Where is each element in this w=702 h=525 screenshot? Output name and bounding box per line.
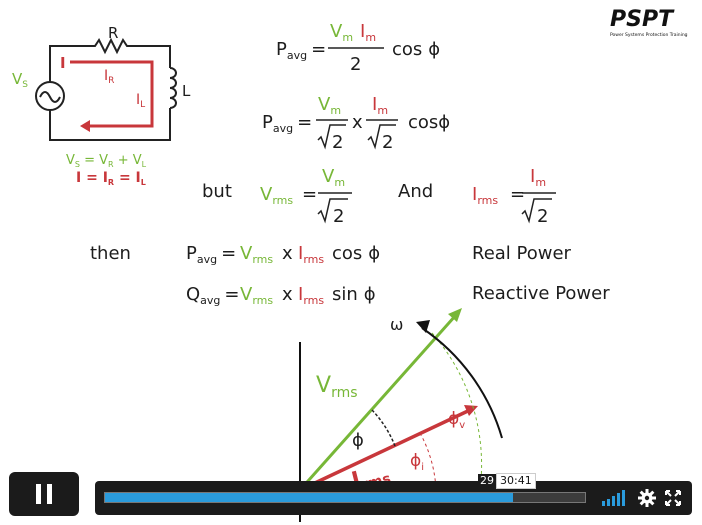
vrms-phasor bbox=[298, 314, 458, 491]
fullscreen-icon[interactable] bbox=[665, 489, 681, 507]
svg-text:but: but bbox=[202, 181, 232, 202]
phi-label: ϕ bbox=[352, 430, 364, 451]
kvl-equation: VS = VR + VL bbox=[66, 153, 147, 169]
vrms-label: Vrms bbox=[316, 373, 358, 401]
svg-text:2: 2 bbox=[350, 54, 361, 75]
equation-pavg-2: Pavg= Vm 2 x Im 2 cosϕ bbox=[262, 94, 450, 153]
svg-text:x: x bbox=[282, 243, 293, 264]
svg-text:cosϕ: cosϕ bbox=[392, 39, 440, 60]
svg-text:Vrms: Vrms bbox=[240, 243, 273, 266]
current-label-ir: IR bbox=[104, 68, 114, 86]
svg-text:Pavg=: Pavg= bbox=[276, 39, 326, 62]
equation-rms: but Vrms = Vm 2 And Irms = Im 2 bbox=[202, 166, 556, 227]
settings-gear-icon[interactable] bbox=[638, 489, 656, 507]
resistor-label: R bbox=[108, 24, 118, 42]
svg-text:2: 2 bbox=[332, 132, 343, 153]
irms-arrow-head bbox=[464, 405, 478, 416]
svg-text:Irms: Irms bbox=[472, 184, 498, 207]
svg-text:Vm: Vm bbox=[330, 21, 353, 44]
svg-text:Im: Im bbox=[372, 94, 388, 117]
hover-time: 29 bbox=[478, 474, 496, 488]
current-label-i: I bbox=[60, 54, 66, 72]
svg-text:Vm: Vm bbox=[322, 166, 345, 189]
current-label-il: IL bbox=[136, 92, 145, 110]
svg-text:2: 2 bbox=[333, 206, 344, 227]
svg-text:Pavg=: Pavg= bbox=[262, 112, 312, 135]
phi-v-arc bbox=[431, 332, 483, 491]
phi-arc bbox=[371, 409, 396, 447]
control-bar bbox=[95, 481, 692, 515]
irms-phasor bbox=[299, 408, 471, 492]
svg-text:2: 2 bbox=[537, 206, 548, 227]
svg-text:Irms: Irms bbox=[298, 284, 324, 307]
phi-i-label: ϕi bbox=[410, 451, 424, 473]
svg-text:=: = bbox=[302, 184, 317, 205]
vs-label: VS bbox=[12, 70, 28, 90]
pspt-logo: PSPT bbox=[610, 7, 675, 32]
current-time: 30:41 bbox=[496, 473, 536, 489]
svg-text:Real Power: Real Power bbox=[472, 243, 572, 264]
svg-text:Vm: Vm bbox=[318, 94, 341, 117]
logo-tagline: Power Systems Protection Training bbox=[610, 32, 688, 38]
current-arrow bbox=[70, 60, 154, 128]
pause-button[interactable] bbox=[9, 472, 79, 516]
volume-icon[interactable] bbox=[601, 489, 627, 507]
rotation-arrow-head bbox=[416, 320, 430, 333]
inductor-label: L bbox=[182, 82, 191, 100]
svg-text:Vrms: Vrms bbox=[240, 284, 273, 307]
svg-text:2: 2 bbox=[382, 132, 393, 153]
current-equation: I = IR = IL bbox=[76, 170, 146, 187]
svg-text:And: And bbox=[398, 181, 433, 202]
rotation-arc bbox=[421, 327, 503, 439]
svg-text:x: x bbox=[352, 112, 363, 133]
vrms-arrow-head bbox=[448, 308, 462, 322]
svg-text:Im: Im bbox=[360, 21, 376, 44]
svg-text:Reactive Power: Reactive Power bbox=[472, 283, 610, 304]
pause-icon bbox=[36, 484, 41, 504]
current-arrow-head bbox=[80, 120, 90, 132]
phi-v-label: ϕv bbox=[448, 409, 465, 431]
svg-text:cosϕ: cosϕ bbox=[332, 243, 380, 264]
svg-text:x: x bbox=[282, 284, 293, 305]
progress-fill bbox=[105, 493, 513, 502]
svg-text:Qavg=: Qavg= bbox=[186, 284, 240, 307]
svg-text:then: then bbox=[90, 243, 131, 264]
svg-text:Irms: Irms bbox=[298, 243, 324, 266]
svg-text:=: = bbox=[510, 184, 525, 205]
progress-track[interactable] bbox=[104, 492, 586, 503]
rl-circuit-diagram bbox=[35, 37, 177, 141]
omega-label: ω bbox=[390, 315, 403, 334]
svg-text:cosϕ: cosϕ bbox=[408, 112, 450, 133]
svg-text:Im: Im bbox=[530, 166, 546, 189]
svg-text:Vrms: Vrms bbox=[260, 184, 293, 207]
svg-text:Pavg=: Pavg= bbox=[186, 243, 236, 266]
